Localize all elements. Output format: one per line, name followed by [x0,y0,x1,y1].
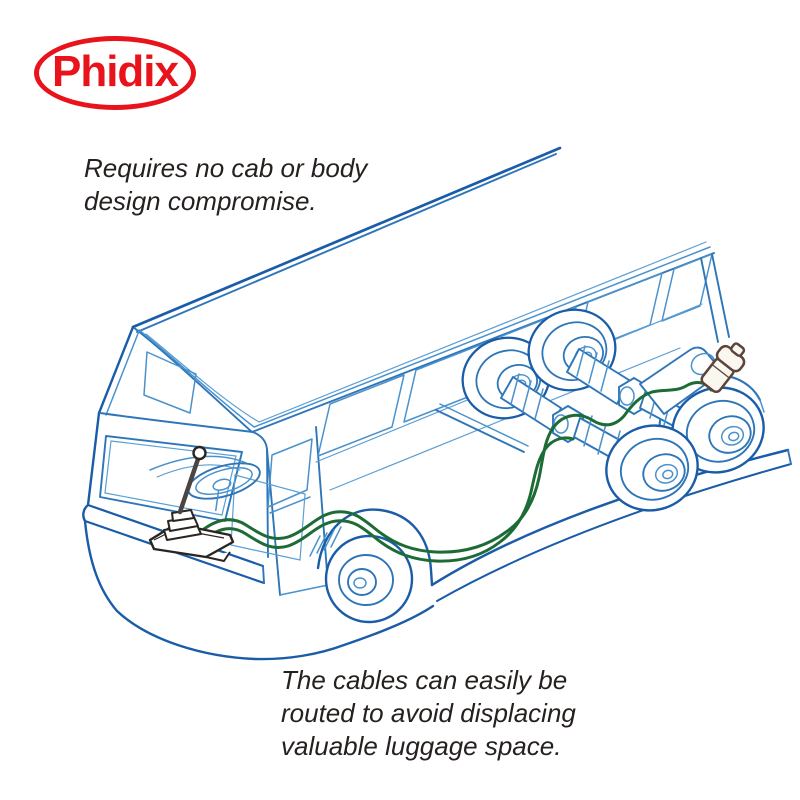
caption-bottom-line1: The cables can easily be [281,665,568,695]
cable-to-front-axle [204,436,575,563]
shifter-lever [177,456,201,515]
caption-bottom-line3: valuable luggage space. [281,731,562,761]
caption-top: Requires no cab or body design compromis… [84,152,367,218]
door-window [267,438,313,508]
gear-cables [202,381,713,563]
rear-axle-assembly [435,297,776,524]
gear-shifter [148,445,235,562]
brand-logo: Phidix [34,36,196,110]
caption-top-line2: design compromise. [84,186,317,216]
cable-connector [700,342,746,394]
shifter-knob [192,445,207,461]
bus-door [266,426,329,596]
driver-side-window [143,351,197,414]
caption-top-line1: Requires no cab or body [84,153,368,183]
front-wheel [309,508,434,624]
bus-roof [131,146,715,433]
bus-front-pillar [86,325,254,507]
caption-bottom-line2: routed to avoid displacing [281,698,576,728]
caption-bottom: The cables can easily be routed to avoid… [281,664,576,763]
brand-logo-text: Phidix [51,46,179,96]
